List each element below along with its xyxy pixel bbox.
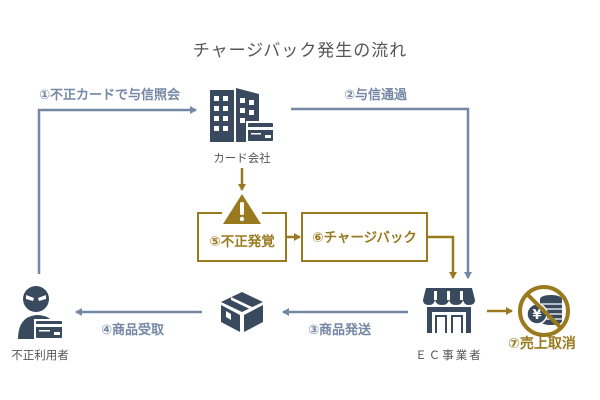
card-company-label: カード会社 <box>213 151 271 165</box>
sales-cancel-node: ¥ <box>517 284 571 338</box>
building-with-card-icon <box>210 88 275 143</box>
storefront-icon <box>423 288 475 333</box>
step2-label: ②与信通過 <box>344 88 408 103</box>
package-node <box>220 291 264 333</box>
arrow-chargeback-to-merchant <box>428 235 457 279</box>
fraud-user-label: 不正利用者 <box>11 348 69 362</box>
fraud-user-node <box>14 284 64 340</box>
fraud-detection-box: ⑤不正発覚 <box>197 212 287 262</box>
ec-merchant-label: ＥＣ事業者 <box>415 348 483 362</box>
step4-label: ④商品受取 <box>101 323 165 338</box>
chargeback-box: ⑥チャージバック <box>301 212 428 262</box>
step6-label: ⑥チャージバック <box>312 230 417 246</box>
svg-text:¥: ¥ <box>532 308 541 323</box>
arrow-step1 <box>37 106 197 274</box>
warning-triangle-icon <box>223 194 261 224</box>
step5-label: ⑤不正発覚 <box>209 234 275 250</box>
step7-label: ⑦売上取消 <box>508 336 576 352</box>
warning-container <box>222 193 262 225</box>
ec-merchant-node <box>422 286 476 334</box>
masked-person-with-card-icon <box>18 286 64 340</box>
card-company-node <box>207 86 277 146</box>
no-yen-coins-icon: ¥ <box>518 285 570 337</box>
step3-label: ③商品発送 <box>308 323 372 338</box>
step1-label: ①不正カードで与信照会 <box>39 88 181 103</box>
arrow-step2 <box>291 107 472 279</box>
diagram-title: チャージバック発生の流れ <box>192 41 408 61</box>
package-box-icon <box>221 292 263 332</box>
